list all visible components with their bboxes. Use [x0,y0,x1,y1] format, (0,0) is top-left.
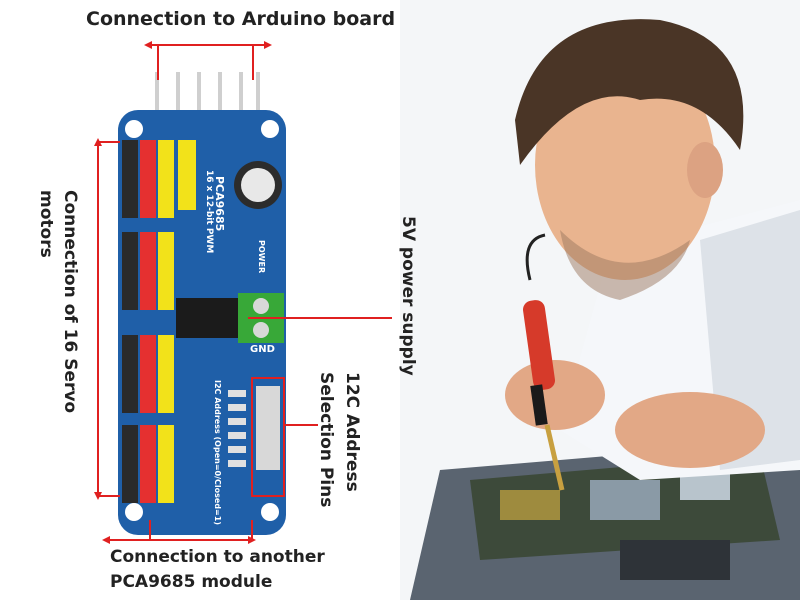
arduino-connection-label: Connection to Arduino board [86,8,396,30]
i2c-label-line1: 12C Address [342,372,362,492]
terminal-label: GND [250,344,275,355]
power-supply-label: 5V power supply [398,216,418,376]
address-pads [228,386,280,470]
servo-label-line2: motors [36,190,56,258]
pca9685-board [118,110,286,535]
module-label-line2: PCA9685 module [110,572,273,592]
module-label-line1: Connection to another [110,547,325,567]
address-silk-label: I2C Address (Open=0/Closed=1) [213,380,222,525]
pca9685-chip [176,298,248,338]
chip-title: PCA9685 [213,176,226,232]
i2c-address-label: 12C Address Selection Pins [313,372,365,507]
servo-label-line1: Connection of 16 Servo [60,190,80,414]
servo-pin-groups [122,140,174,503]
servo-connection-label: Connection of 16 Servo motors [34,190,82,413]
i2c-label-line2: Selection Pins [316,372,336,508]
module-connection-label: Connection to another PCA9685 module [110,545,325,595]
technician-photo [400,0,800,600]
arduino-header-pins [155,72,260,120]
annotation-arrows [94,41,392,544]
power-silk-label: POWER [257,240,266,274]
chip-subtitle: 16 x 12-bit PWM [204,170,214,254]
capacitor [234,161,282,209]
